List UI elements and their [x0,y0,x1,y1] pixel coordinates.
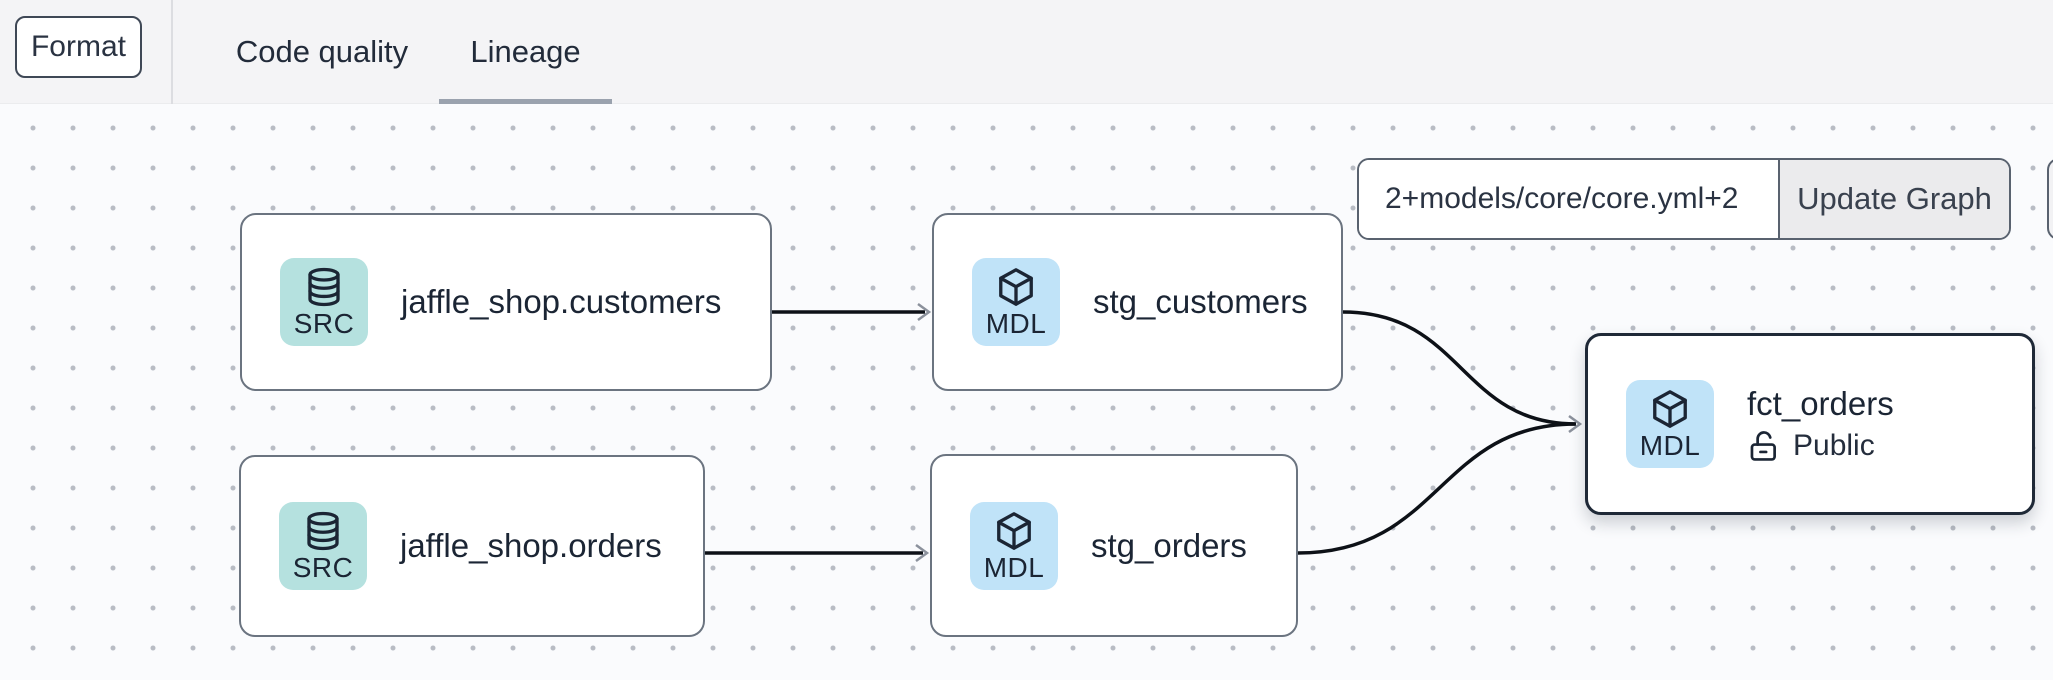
source-badge: SRC [280,258,368,346]
database-icon [308,267,340,307]
node-label: fct_orders [1747,385,1894,422]
update-graph-button[interactable]: Update Graph [1778,160,2009,238]
lineage-node-jaffle-shop-orders[interactable]: SRC jaffle_shop.orders [239,455,705,637]
source-badge: SRC [279,502,367,590]
unlock-icon [1750,431,1776,461]
model-badge: MDL [970,501,1058,590]
tab-code-quality-label: Code quality [235,34,409,69]
selector-input[interactable] [1359,160,1778,238]
badge-label: SRC [293,308,355,339]
model-badge: MDL [1626,380,1714,468]
badge-label: MDL [985,308,1047,339]
lineage-node-stg-orders[interactable]: MDL stg_orders [930,454,1298,637]
access-label: Public [1793,429,1875,462]
selector-group: Update Graph [1357,158,2011,240]
node-label: jaffle_shop.customers [401,283,722,320]
lineage-node-stg-customers[interactable]: MDL stg_customers [932,213,1343,391]
badge-label: MDL [1639,430,1701,461]
model-badge: MDL [972,258,1060,346]
access-row: Public [1747,429,1894,463]
node-label: stg_orders [1091,526,1247,564]
tab-lineage-label: Lineage [470,34,581,69]
node-text-column: fct_orders Public [1747,385,1894,463]
topbar: Format Code quality Lineage [0,0,2053,104]
tab-bar: Code quality Lineage [205,0,612,104]
tab-code-quality[interactable]: Code quality [205,0,439,104]
cube-icon [1653,390,1687,428]
overflow-button[interactable] [2047,158,2053,240]
topbar-divider [171,0,173,104]
node-label: jaffle_shop.orders [400,527,662,564]
lineage-node-jaffle-shop-customers[interactable]: SRC jaffle_shop.customers [240,213,772,391]
database-icon [307,511,339,551]
node-label: stg_customers [1093,283,1308,320]
format-button[interactable]: Format [15,16,142,78]
badge-label: MDL [983,551,1045,583]
cube-icon [999,268,1033,306]
active-tab-underline [439,99,612,104]
cube-icon [997,511,1031,550]
badge-label: SRC [292,552,354,583]
lineage-node-fct-orders[interactable]: MDL fct_orders Public [1585,333,2035,515]
tab-lineage[interactable]: Lineage [439,0,612,104]
